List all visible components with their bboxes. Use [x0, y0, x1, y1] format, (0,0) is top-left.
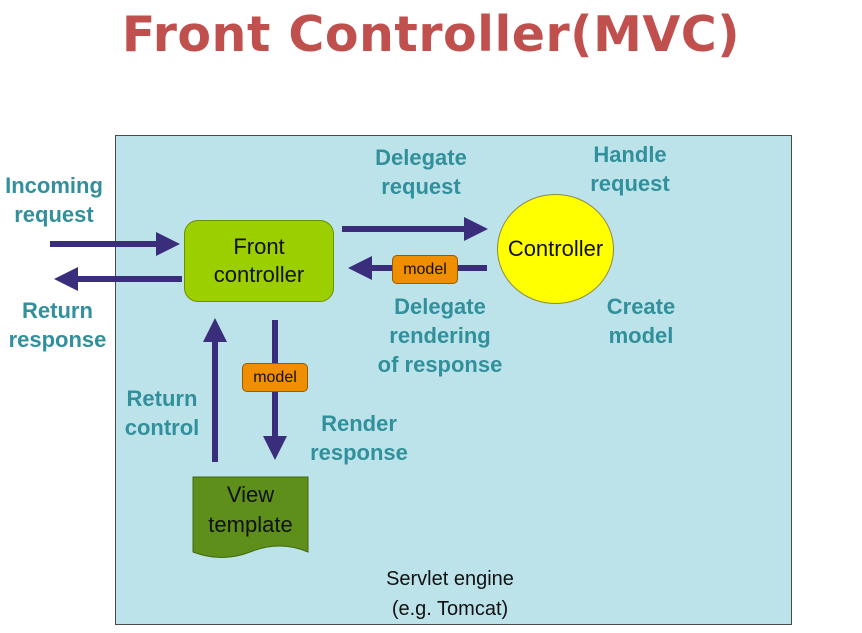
incoming-request-label: Incoming request: [5, 173, 103, 227]
view-template-label: View template: [208, 482, 293, 537]
handle-request-label: Handle request: [590, 142, 670, 196]
return-response-label: Return response: [8, 298, 107, 352]
model-tag-down: model: [242, 363, 308, 392]
model-tag-right: model: [392, 255, 458, 284]
create-model-label: Create model: [606, 294, 676, 348]
controller-node: Controller: [497, 194, 614, 304]
render-response-label: Render response: [310, 411, 408, 465]
servlet-engine-label: Servlet engine (e.g. Tomcat): [386, 568, 514, 620]
view-template-shape: [192, 476, 309, 558]
return-control-label: Return control: [124, 386, 200, 440]
delegate-request-label: Delegate request: [375, 145, 467, 199]
front-controller-node: Front controller: [184, 220, 334, 302]
page-title: Front Controller(MVC): [121, 6, 741, 63]
delegate-rendering-label: Delegate rendering of response: [377, 294, 503, 377]
